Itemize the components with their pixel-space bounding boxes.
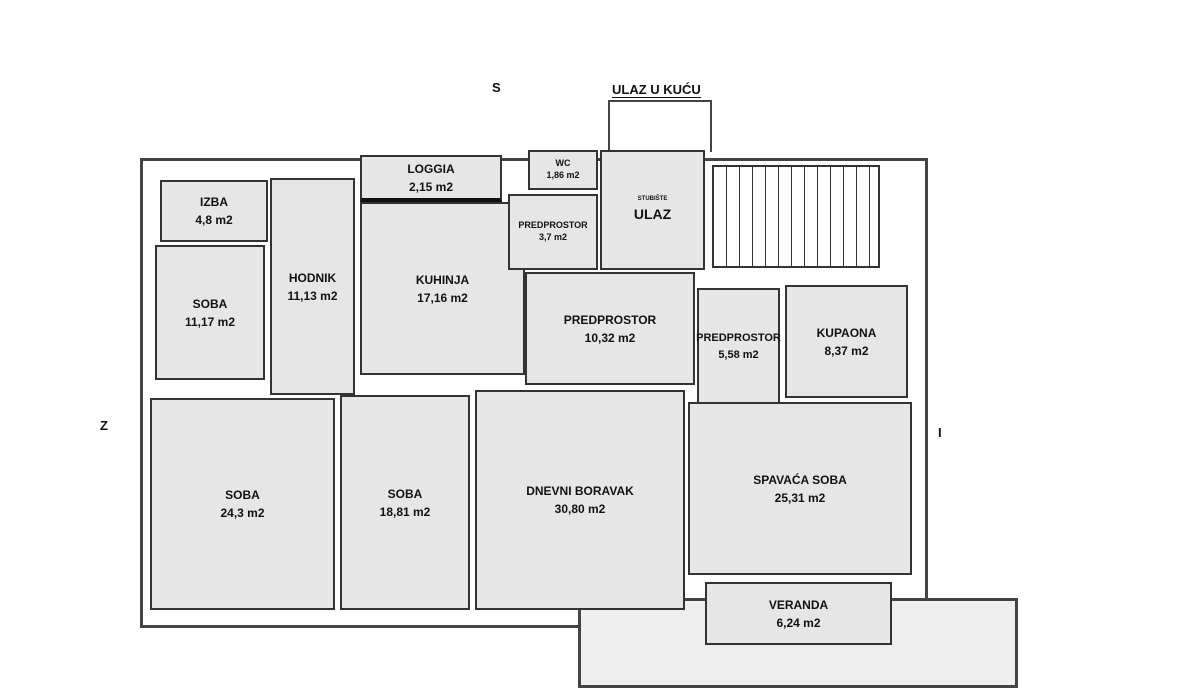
- room-loggia: LOGGIA 2,15 m2: [360, 155, 502, 202]
- room-name: DNEVNI BORAVAK: [526, 484, 634, 498]
- staircase: [712, 165, 880, 268]
- room-name: SPAVAĆA SOBA: [753, 472, 847, 487]
- compass-east: I: [938, 425, 942, 440]
- room-name: PREDPROSTOR: [518, 220, 588, 231]
- room-area: 24,3 m2: [220, 506, 265, 520]
- room-area: 10,32 m2: [584, 330, 636, 345]
- room-kuhinja: KUHINJA 17,16 m2: [360, 202, 525, 375]
- room-area: 8,37 m2: [824, 343, 869, 358]
- room-area: 3,7 m2: [538, 232, 568, 242]
- room-name: SOBA: [225, 488, 260, 502]
- room-name: KUHINJA: [415, 272, 470, 287]
- room-ulaz: STUBIŠTE ULAZ: [600, 150, 705, 270]
- room-area: 25,31 m2: [774, 490, 826, 505]
- room-name: KUPAONA: [816, 325, 877, 340]
- room-hodnik: HODNIK 11,13 m2: [270, 178, 355, 395]
- room-spavaca-soba: SPAVAĆA SOBA 25,31 m2: [688, 402, 912, 575]
- room-area: 11,17 m2: [184, 314, 236, 329]
- room-area: 17,16 m2: [417, 290, 468, 305]
- room-name: LOGGIA: [407, 161, 455, 176]
- room-veranda: VERANDA 6,24 m2: [705, 582, 892, 645]
- room-predprostor-3: PREDPROSTOR 5,58 m2: [696, 288, 781, 405]
- compass-west: Z: [100, 418, 108, 433]
- room-area: 1,86 m2: [546, 170, 580, 180]
- room-name: WC: [555, 158, 571, 169]
- stairwell-note: STUBIŠTE: [637, 196, 668, 202]
- room-soba-3: SOBA 18,81 m2: [340, 395, 470, 610]
- compass-north: S: [492, 80, 501, 95]
- room-kupaona: KUPAONA 8,37 m2: [785, 285, 908, 398]
- room-dnevni-boravak: DNEVNI BORAVAK 30,80 m2: [475, 390, 685, 610]
- room-name: PREDPROSTOR: [696, 332, 781, 344]
- room-soba-2: SOBA 24,3 m2: [150, 398, 335, 610]
- entrance-door-frame: [608, 100, 712, 152]
- room-name: IZBA: [200, 195, 228, 209]
- room-name: HODNIK: [288, 270, 337, 285]
- room-area: 11,13 m2: [287, 288, 338, 303]
- room-area: 4,8 m2: [195, 213, 233, 227]
- room-area: 2,15 m2: [408, 179, 454, 194]
- room-area: 18,81 m2: [379, 504, 431, 519]
- room-name: VERANDA: [768, 597, 829, 612]
- room-soba-1: SOBA 11,17 m2: [155, 245, 265, 380]
- room-area: 6,24 m2: [776, 615, 821, 630]
- room-name: ULAZ: [633, 206, 672, 222]
- room-izba: IZBA 4,8 m2: [160, 180, 268, 242]
- room-area: 5,58 m2: [718, 348, 759, 361]
- entrance-label: ULAZ U KUĆU: [612, 82, 701, 98]
- room-name: SOBA: [192, 296, 228, 311]
- room-name: PREDPROSTOR: [563, 312, 657, 327]
- room-name: SOBA: [387, 486, 423, 501]
- room-area: 30,80 m2: [554, 502, 606, 516]
- room-predprostor-2: PREDPROSTOR 10,32 m2: [525, 272, 695, 385]
